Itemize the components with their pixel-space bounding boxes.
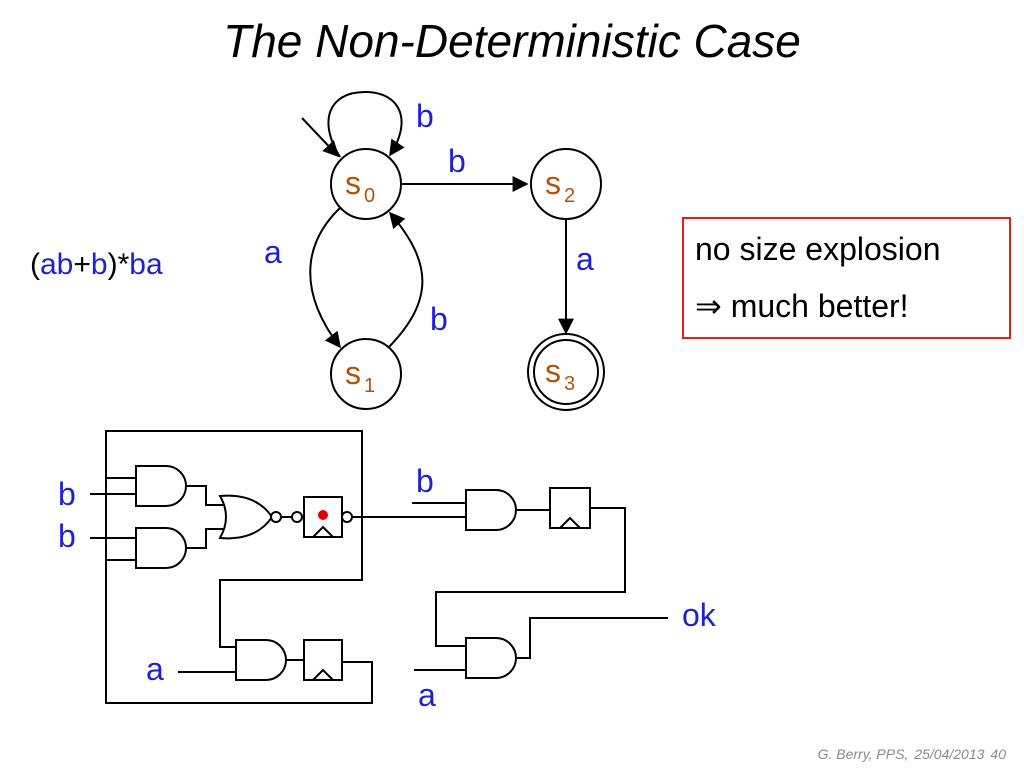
state-s3-sub: 3: [564, 373, 575, 395]
register-2: [303, 639, 343, 681]
or-gate: [218, 494, 274, 540]
wire-feedback-top: [105, 430, 363, 517]
register-1-input-bubble: [291, 511, 303, 523]
footer-author: G. Berry, PPS,: [817, 746, 909, 762]
edge-label-s0-s0: b: [416, 98, 434, 134]
state-s2-sub: 2: [564, 185, 575, 207]
and-gate-5: [465, 637, 517, 679]
and-gate-2: [135, 527, 187, 569]
input-label-b2: b: [58, 518, 76, 554]
input-label-b1: b: [58, 476, 76, 512]
state-s1-sub: 1: [364, 375, 375, 397]
register-2-clock-icon: [312, 668, 334, 681]
edge-label-s0-s2: b: [448, 143, 466, 179]
wire-feedback-lower: [105, 431, 373, 704]
register-1: [303, 496, 343, 538]
note-line-2: ⇒ much better!: [695, 287, 909, 325]
and-gate-4: [235, 639, 287, 681]
state-s3-letter: s: [545, 353, 561, 389]
edge-s1-s0: [387, 211, 424, 349]
register-1-output-bubble: [341, 511, 353, 523]
state-s1: s 1: [330, 338, 402, 410]
regex-b: b: [90, 248, 108, 281]
slide-title: The Non-Deterministic Case: [223, 15, 801, 67]
circuit: b b a: [58, 430, 717, 713]
state-s0-sub: 0: [364, 185, 375, 207]
register-3-clock-icon: [559, 516, 581, 529]
state-s2-letter: s: [545, 165, 561, 201]
edge-label-s1-s0: b: [430, 301, 448, 337]
wire-output-ok: [516, 617, 668, 659]
regular-expression: (ab+b)*ba: [30, 248, 163, 282]
note-box: no size explosion ⇒ much better!: [682, 217, 1011, 339]
and-gate-3: [465, 489, 517, 531]
edge-s0-s0: [327, 90, 405, 158]
edge-s0-s1: [309, 205, 343, 349]
active-state-marker: [318, 510, 328, 520]
wire-register3-and5: [435, 507, 626, 647]
edge-label-s2-s3: a: [576, 241, 594, 277]
wire-and2-or: [186, 528, 226, 549]
page-number: 40: [990, 746, 1006, 762]
wire-register1-and4: [219, 517, 363, 648]
and-gate-1: [135, 465, 187, 507]
regex-ba: ba: [129, 248, 163, 281]
regex-close-star: )*: [107, 248, 130, 281]
regex-ab: ab: [40, 248, 74, 281]
or-output-bubble: [270, 511, 282, 523]
state-s0-letter: s: [345, 165, 361, 201]
footer-date: 25/04/2013: [914, 746, 985, 762]
automaton: b b a b a s 0 s 1: [264, 90, 605, 411]
note-line-1: no size explosion: [695, 231, 941, 267]
state-s3: s 3: [527, 333, 605, 411]
regex-open-paren: (: [30, 248, 40, 281]
input-label-a-right: a: [418, 677, 436, 713]
initial-arrow: [301, 117, 340, 158]
regex-plus: +: [73, 248, 91, 281]
note-line-2-text: much better!: [730, 288, 909, 324]
implies-icon: ⇒: [695, 288, 722, 324]
slide-footer: G. Berry, PPS, 25/04/2013 40: [812, 746, 1006, 762]
edge-label-s0-s1: a: [264, 234, 282, 270]
state-s1-letter: s: [345, 355, 361, 391]
state-s2: s 2: [530, 148, 602, 220]
input-label-a-left: a: [146, 651, 164, 687]
state-s0: s 0: [330, 148, 402, 220]
register-3: [549, 487, 591, 529]
output-label-ok: ok: [682, 597, 717, 633]
wire-and1-or: [186, 485, 226, 506]
input-label-b-right: b: [416, 463, 434, 499]
register-1-clock-icon: [312, 525, 334, 538]
